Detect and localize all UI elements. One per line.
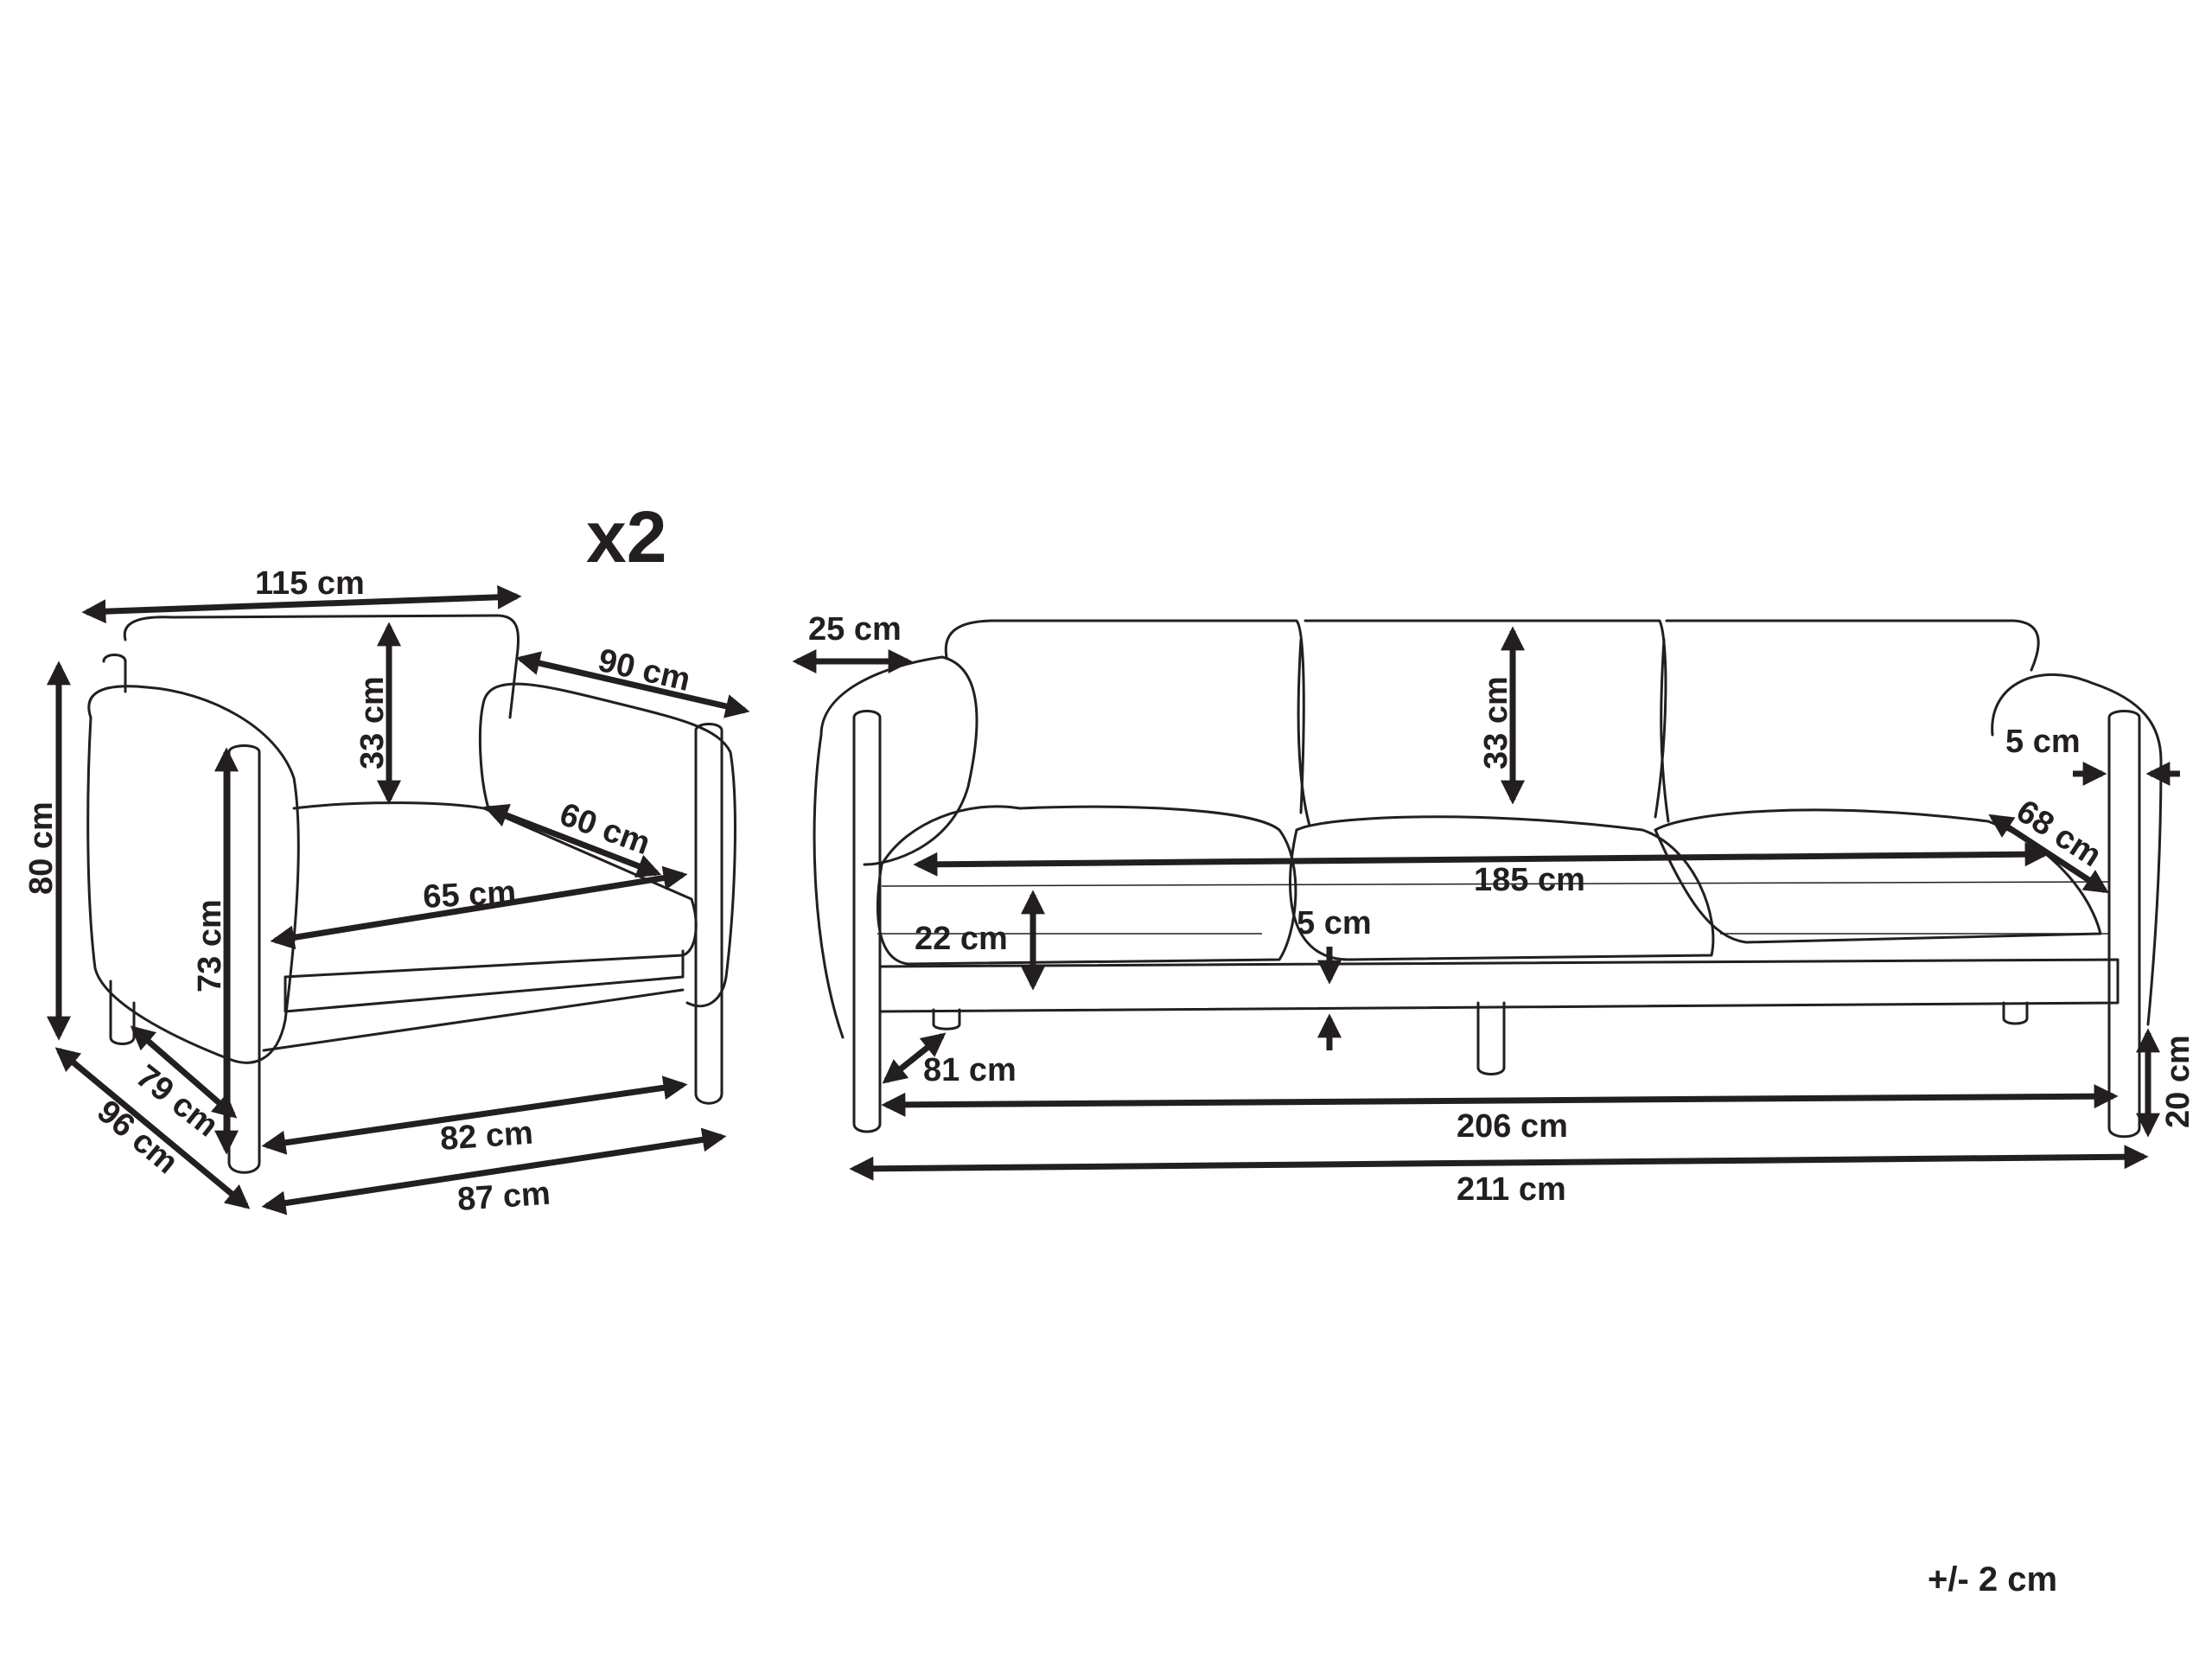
- multiplier-label: x2: [586, 496, 666, 577]
- sofa-leg-diameter-label: 5 cm: [2005, 724, 2081, 760]
- sofa-back-cushion-label: 33 cm: [1478, 676, 1514, 769]
- sofa-total-depth-label: 81 cm: [923, 1052, 1017, 1088]
- armchair-back-cushion-label: 33 cm: [354, 676, 391, 769]
- sofa-total-width-label: 211 cm: [1457, 1171, 1566, 1208]
- sofa-frame-thickness-label: 5 cm: [1297, 905, 1372, 941]
- sofa-arm-width-label: 25 cm: [808, 611, 902, 648]
- armchair-height-label: 80 cm: [23, 801, 60, 895]
- sofa-dimensions: 25 cm 33 cm 5 cm 68 cm 185 cm 22 cm 5 cm…: [792, 611, 2196, 1208]
- armchair-base-width-label: 82 cm: [439, 1115, 534, 1158]
- armchair-seat-width-label: 65 cm: [422, 874, 517, 916]
- armchair-dimensions: 115 cm 33 cm 90 cm 80 cm 60 cm 65 cm 73 …: [23, 565, 750, 1218]
- sofa-base-width-label: 206 cm: [1457, 1108, 1568, 1145]
- armchair-width-top-label: 115 cm: [255, 565, 365, 602]
- armchair-arm-height-label: 73 cm: [192, 899, 228, 992]
- tolerance-note: +/- 2 cm: [1928, 1560, 2058, 1598]
- sofa-seat-width-label: 185 cm: [1474, 862, 1585, 898]
- sofa-seat-thickness-label: 22 cm: [915, 921, 1008, 957]
- armchair-total-width-label: 87 cm: [456, 1176, 551, 1218]
- sofa-leg-height-label: 20 cm: [2160, 1035, 2196, 1128]
